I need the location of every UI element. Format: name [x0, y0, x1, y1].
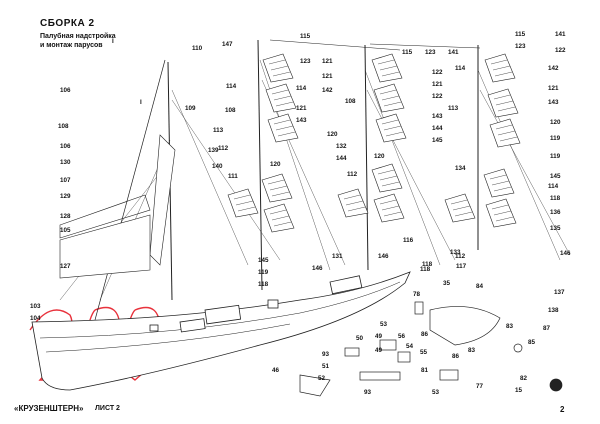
square-sails: [227, 53, 521, 233]
stern-sails: [59, 134, 176, 279]
masts: [94, 39, 481, 321]
assembly-title: СБОРКА 2: [40, 18, 95, 29]
ship-name: «КРУЗЕНШТЕРН»: [14, 404, 84, 413]
assembly-subtitle-line1: Палубная надстройка: [40, 33, 116, 40]
page-number: 2: [560, 405, 565, 414]
hull-drawing: [31, 271, 411, 391]
loose-parts: [299, 301, 563, 397]
assembly-subtitle-line2: и монтаж парусов: [40, 42, 103, 49]
sheet-label: ЛИСТ 2: [95, 405, 120, 412]
